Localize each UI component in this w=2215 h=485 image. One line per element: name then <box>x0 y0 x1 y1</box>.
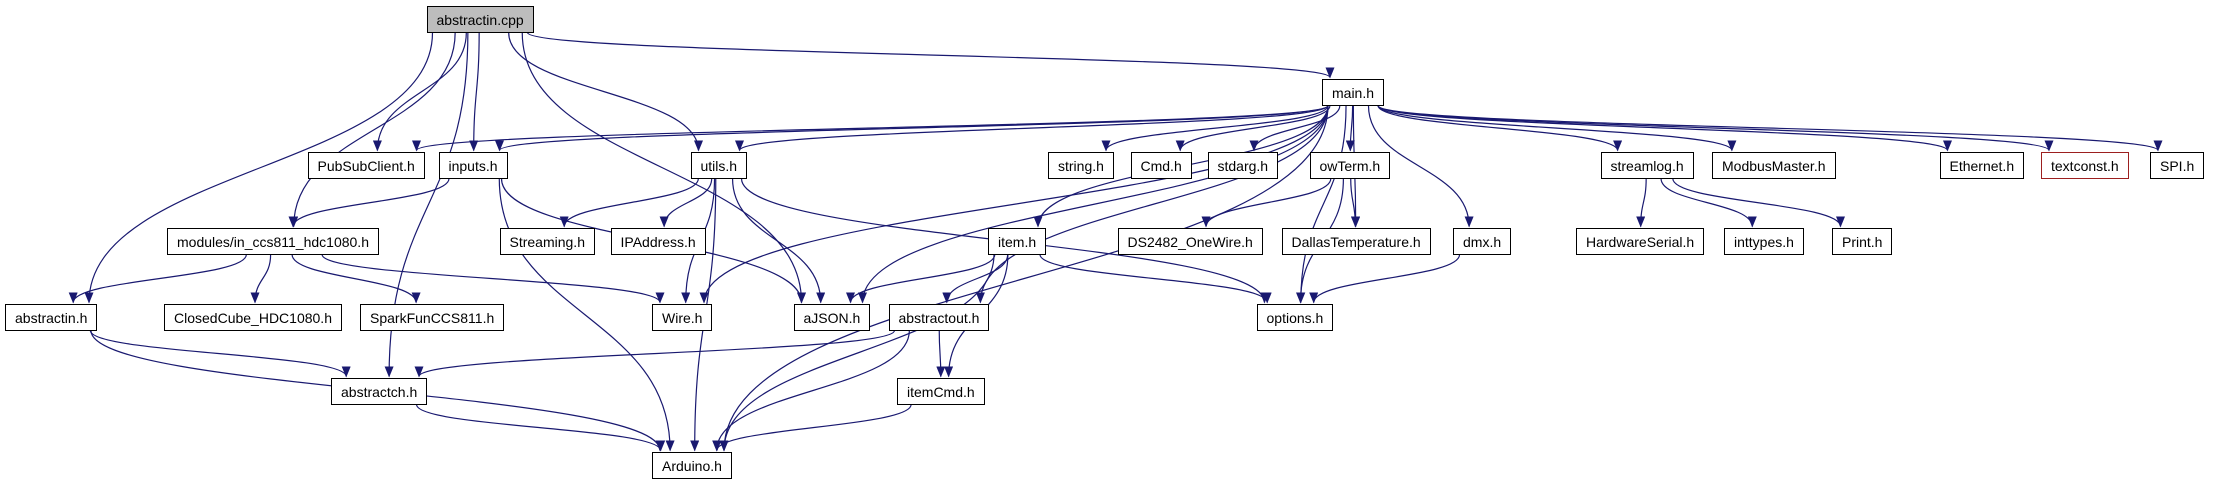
graph-edge <box>1377 104 1737 152</box>
graph-edge <box>1175 105 1331 152</box>
graph-node-stdarg-h[interactable]: stdarg.h <box>1207 151 1279 179</box>
graph-edge <box>414 329 896 378</box>
graph-edge <box>1249 105 1341 152</box>
graph-edge <box>1377 104 1952 152</box>
graph-edge <box>659 178 713 228</box>
graph-edge <box>495 104 1329 152</box>
graph-edge <box>719 105 1329 452</box>
graph-edge <box>712 404 912 452</box>
graph-edge <box>1039 254 1272 304</box>
graph-node-closedcube-hdc1080-h[interactable]: ClosedCube_HDC1080.h <box>164 303 342 331</box>
graph-edge <box>412 104 1329 152</box>
graph-node-options-h[interactable]: options.h <box>1256 303 1334 331</box>
graph-node-abstractin-h[interactable]: abstractin.h <box>5 303 98 331</box>
graph-edge <box>1367 105 1474 228</box>
graph-node-string-h[interactable]: string.h <box>1048 151 1114 179</box>
graph-node-textconst-h[interactable]: textconst.h <box>2041 151 2129 179</box>
graph-edge <box>975 105 1329 304</box>
graph-node-inttypes-h[interactable]: inttypes.h <box>1724 227 1804 255</box>
graph-edge <box>1350 178 1360 228</box>
graph-edge <box>469 32 480 152</box>
graph-edge <box>1660 178 1757 228</box>
graph-edge <box>735 104 1329 152</box>
graph-edge <box>1296 105 1347 304</box>
graph-edge <box>508 32 703 152</box>
graph-node-streaming-h[interactable]: Streaming.h <box>499 227 595 255</box>
graph-edge <box>712 330 910 452</box>
graph-node-abstractch-h[interactable]: abstractch.h <box>331 377 428 405</box>
graph-edge <box>372 32 467 152</box>
graph-edge <box>89 330 351 378</box>
graph-node-hardwareserial-h[interactable]: HardwareSerial.h <box>1576 227 1705 255</box>
graph-node-item-h[interactable]: item.h <box>988 227 1047 255</box>
graph-edge <box>1345 105 1355 152</box>
graph-edge <box>526 31 1335 79</box>
graph-edge <box>84 32 434 304</box>
graph-node-ds2482-onewire-h[interactable]: DS2482_OneWire.h <box>1117 227 1263 255</box>
graph-node-inputs-h[interactable]: inputs.h <box>438 151 508 179</box>
graph-edge <box>1201 178 1332 228</box>
graph-node-itemcmd-h[interactable]: itemCmd.h <box>897 377 985 405</box>
graph-edge <box>1101 105 1329 152</box>
graph-edge <box>289 32 456 228</box>
graph-edge <box>942 254 1009 304</box>
graph-node-dmx-h[interactable]: dmx.h <box>1453 227 1512 255</box>
graph-edge <box>1636 178 1647 228</box>
graph-node-abstractin-cpp[interactable]: abstractin.cpp <box>426 5 534 33</box>
graph-node-ajson-h[interactable]: aJSON.h <box>793 303 871 331</box>
graph-node-abstractout-h[interactable]: abstractout.h <box>888 303 990 331</box>
graph-node-spi-h[interactable]: SPI.h <box>2150 151 2205 179</box>
graph-edge <box>521 32 806 304</box>
graph-node-arduino-h[interactable]: Arduino.h <box>652 451 732 479</box>
graph-edge <box>68 254 247 304</box>
graph-edge <box>1377 104 2054 152</box>
graph-edge <box>846 254 996 304</box>
graph-node-pubsubclient-h[interactable]: PubSubClient.h <box>307 151 425 179</box>
graph-node-sparkfunccs811-h[interactable]: SparkFunCCS811.h <box>360 303 505 331</box>
graph-edge <box>719 254 995 452</box>
graph-edge <box>1377 104 2163 152</box>
graph-edge <box>731 178 826 304</box>
graph-node-main-h[interactable]: main.h <box>1322 78 1385 106</box>
graph-edge <box>498 178 675 452</box>
graph-edge <box>1672 178 1845 228</box>
graph-edge <box>858 105 1329 304</box>
graph-edge <box>321 254 665 304</box>
graph-node-modbusmaster-h[interactable]: ModbusMaster.h <box>1712 151 1836 179</box>
graph-edge <box>415 404 666 452</box>
graph-node-modules-in-ccs811-hdc1080-h[interactable]: modules/in_ccs811_hdc1080.h <box>167 227 379 255</box>
graph-node-ethernet-h[interactable]: Ethernet.h <box>1939 151 2025 179</box>
graph-edge <box>250 254 272 304</box>
graph-edge <box>559 178 699 228</box>
graph-node-utils-h[interactable]: utils.h <box>690 151 748 179</box>
graph-node-print-h[interactable]: Print.h <box>1832 227 1893 255</box>
graph-node-ipaddress-h[interactable]: IPAddress.h <box>610 227 706 255</box>
graph-edge <box>1377 105 1622 152</box>
graph-node-dallastemperature-h[interactable]: DallasTemperature.h <box>1281 227 1431 255</box>
graph-node-owterm-h[interactable]: owTerm.h <box>1309 151 1391 179</box>
graph-node-wire-h[interactable]: Wire.h <box>652 303 713 331</box>
graph-node-streamlog-h[interactable]: streamlog.h <box>1600 151 1694 179</box>
graph-edge <box>288 178 450 228</box>
graph-edge <box>699 105 1329 304</box>
graph-edge <box>291 254 421 304</box>
graph-edge <box>936 330 946 378</box>
graph-edge <box>1309 254 1461 304</box>
graph-node-cmd-h[interactable]: Cmd.h <box>1130 151 1192 179</box>
